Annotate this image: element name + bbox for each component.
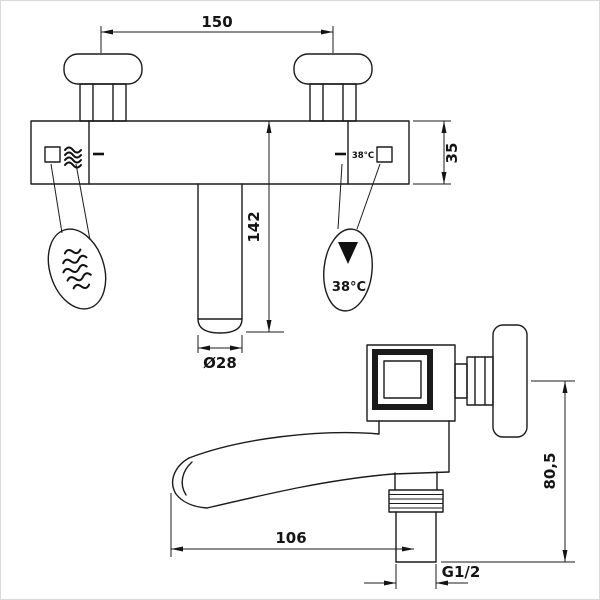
callout-temp-balloon bbox=[323, 228, 373, 312]
dim-label-106: 106 bbox=[275, 529, 306, 547]
flow-waves-large-icon bbox=[62, 248, 92, 290]
hex-nut-left bbox=[79, 83, 127, 122]
square-handle bbox=[372, 349, 433, 410]
knob-neck bbox=[454, 363, 468, 399]
square-handle-inner bbox=[383, 360, 422, 399]
dim-thread: G1/2 bbox=[364, 563, 480, 589]
flow-marker-box bbox=[44, 146, 61, 163]
knob-hex bbox=[466, 356, 494, 406]
thread-collar bbox=[388, 489, 444, 513]
flow-handle-left bbox=[44, 146, 104, 169]
spout-side bbox=[171, 420, 450, 509]
mounting-flange-left bbox=[63, 53, 143, 85]
dim-spout-drop: 142 bbox=[245, 121, 284, 333]
handle-knob-side bbox=[454, 324, 528, 438]
body-temp-label: 38°C bbox=[352, 151, 374, 161]
temp-marker-box bbox=[376, 146, 393, 163]
outlet-thread bbox=[388, 471, 444, 563]
callout-temp: 38°C bbox=[323, 163, 381, 312]
dim-label-80-5: 80,5 bbox=[541, 452, 559, 489]
hex-nut-right bbox=[309, 83, 357, 122]
callout-flow bbox=[47, 163, 107, 310]
dim-body-height: 35 bbox=[413, 120, 461, 185]
callout-temp-label: 38°C bbox=[332, 280, 366, 295]
dim-mounting-centers: 150 bbox=[100, 13, 334, 53]
temp-handle-right: 38°C bbox=[335, 146, 393, 163]
mixer-body bbox=[30, 120, 410, 185]
temperature-triangle-icon bbox=[338, 242, 358, 264]
flow-waves-icon bbox=[64, 146, 82, 169]
wall-mount-right bbox=[293, 53, 373, 122]
dim-outlet-height: 80,5 bbox=[441, 380, 575, 563]
wall-mount-left bbox=[63, 53, 143, 122]
dim-label-142: 142 bbox=[245, 211, 263, 242]
handle-side bbox=[366, 344, 456, 422]
mounting-flange-right bbox=[293, 53, 373, 85]
dim-label-dia28: Ø28 bbox=[203, 354, 237, 372]
dim-projection: 106 bbox=[170, 493, 414, 557]
dim-label-35: 35 bbox=[443, 143, 461, 164]
callout-flow-balloon bbox=[47, 228, 107, 310]
knob-disc bbox=[492, 324, 528, 438]
spout-front bbox=[197, 183, 243, 334]
dim-label-150: 150 bbox=[201, 13, 232, 31]
dim-spout-diameter: Ø28 bbox=[197, 335, 243, 372]
dim-label-g12: G1/2 bbox=[442, 563, 481, 581]
